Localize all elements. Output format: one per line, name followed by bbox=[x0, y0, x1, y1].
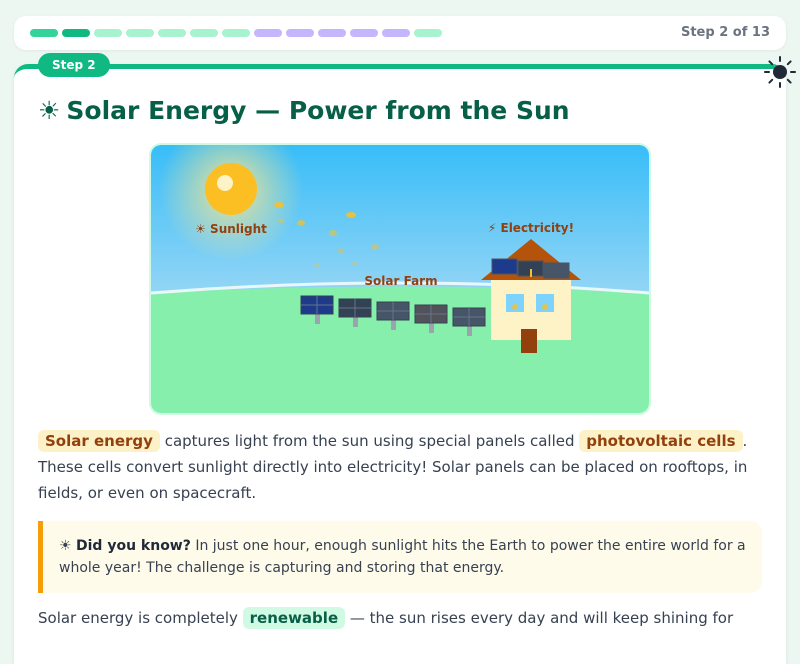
house-window bbox=[536, 294, 554, 312]
progress-segments bbox=[30, 29, 446, 37]
solar-panel bbox=[338, 298, 372, 327]
solar-panel bbox=[376, 301, 410, 330]
progress-segment-2 bbox=[62, 29, 90, 37]
progress-segment-3 bbox=[94, 29, 122, 37]
solar-panel bbox=[300, 295, 334, 324]
sun-icon bbox=[764, 56, 796, 88]
sunlight-label: ☀ Sunlight bbox=[195, 222, 267, 236]
progress-bar: Step 2 of 13 bbox=[14, 16, 786, 50]
intro-text-1: captures light from the sun using specia… bbox=[159, 432, 580, 450]
step-badge: Step 2 bbox=[38, 53, 110, 77]
solar-farm bbox=[300, 295, 486, 336]
sun-highlight bbox=[217, 175, 233, 191]
renewable-text-1: Solar energy is completely bbox=[38, 609, 243, 627]
renewable-text-2: — the sun rises every day and will keep … bbox=[345, 609, 734, 627]
step-counter: Step 2 of 13 bbox=[680, 25, 770, 40]
progress-segment-5 bbox=[158, 29, 186, 37]
callout-heading: Did you know? bbox=[76, 538, 191, 554]
term-solar-energy: Solar energy bbox=[38, 430, 160, 452]
solar-scene-svg: ☀ Sunlight Solar Farm ⚡ Electricity! bbox=[151, 145, 649, 413]
sun bbox=[205, 163, 257, 215]
renewable-paragraph: Solar energy is completely renewable — t… bbox=[38, 605, 768, 631]
page-title-text: Solar Energy — Power from the Sun bbox=[66, 96, 570, 125]
progress-segment-4 bbox=[126, 29, 154, 37]
progress-segment-9 bbox=[286, 29, 314, 37]
sun-callout-icon: ☀ bbox=[59, 538, 72, 554]
intro-text-2: . These cells convert sunlight directly … bbox=[38, 432, 748, 502]
solar-illustration: ☀ Sunlight Solar Farm ⚡ Electricity! bbox=[149, 143, 651, 415]
term-photovoltaic-cells: photovoltaic cells bbox=[579, 430, 743, 452]
did-you-know-callout: ☀ Did you know? In just one hour, enough… bbox=[38, 521, 762, 593]
progress-segment-7 bbox=[222, 29, 250, 37]
solar-farm-label: Solar Farm bbox=[364, 274, 437, 288]
progress-segment-1 bbox=[30, 29, 58, 37]
light-particles bbox=[274, 202, 379, 267]
solar-panel bbox=[414, 304, 448, 333]
solar-panel bbox=[452, 307, 486, 336]
page-title: ☀Solar Energy — Power from the Sun bbox=[38, 96, 570, 125]
progress-segment-8 bbox=[254, 29, 282, 37]
progress-segment-10 bbox=[318, 29, 346, 37]
intro-paragraph: Solar energy captures light from the sun… bbox=[38, 428, 768, 506]
sun-title-icon: ☀ bbox=[38, 96, 61, 125]
progress-segment-6 bbox=[190, 29, 218, 37]
house bbox=[481, 239, 581, 353]
progress-segment-11 bbox=[350, 29, 378, 37]
callout-text: In just one hour, enough sunlight hits t… bbox=[59, 538, 746, 576]
progress-segment-12 bbox=[382, 29, 410, 37]
electricity-label: ⚡ Electricity! bbox=[488, 221, 574, 235]
progress-segment-13 bbox=[414, 29, 442, 37]
house-door bbox=[521, 329, 537, 353]
term-renewable: renewable bbox=[242, 607, 346, 629]
house-window bbox=[506, 294, 524, 312]
